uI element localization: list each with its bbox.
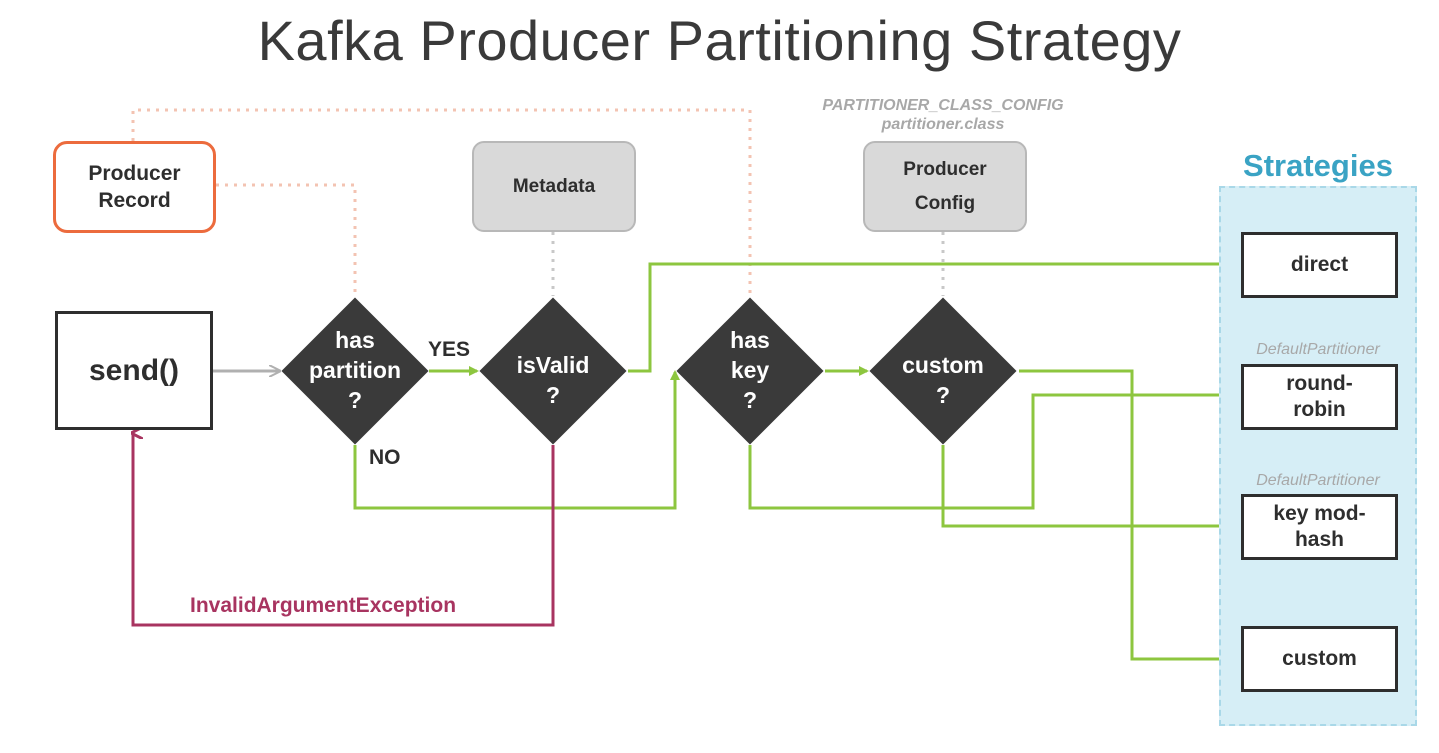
- strategy-custom-label: custom: [1282, 647, 1357, 670]
- flow-lines: [353, 259, 1240, 664]
- default-partitioner-note-2: DefaultPartitioner: [1256, 472, 1380, 489]
- yes-label: YES: [428, 338, 471, 361]
- metadata-label: Metadata: [512, 175, 596, 197]
- strategy-direct-label: direct: [1290, 253, 1349, 276]
- is-valid-line2: ?: [545, 382, 561, 408]
- strategies-heading: Strategies: [1243, 148, 1393, 183]
- metadata-dotted-lines: [551, 232, 945, 296]
- is-valid-line1: isValid: [516, 352, 590, 378]
- has-partition-line1: has: [335, 327, 375, 353]
- send-box: send(): [55, 311, 213, 430]
- send-label: send(): [89, 353, 179, 387]
- strategy-round-robin: round- robin: [1241, 364, 1398, 430]
- producer-config-label: Producer Config: [903, 158, 987, 214]
- no-label: NO: [369, 446, 401, 469]
- metadata-box: Metadata: [472, 141, 636, 232]
- strategy-direct: direct: [1241, 232, 1398, 298]
- producer-record-label: Producer Record: [88, 162, 181, 212]
- is-valid-label: isValid ?: [478, 350, 628, 410]
- key-mod-hash-line2: hash: [1294, 528, 1344, 551]
- default-partitioner-note-1: DefaultPartitioner: [1256, 341, 1380, 358]
- config-note-line1: PARTITIONER_CLASS_CONFIG: [822, 97, 1064, 114]
- exception-path: [133, 433, 555, 627]
- strategy-custom: custom: [1241, 626, 1398, 692]
- has-partition-line3: ?: [347, 387, 363, 413]
- producer-config-box: Producer Config: [863, 141, 1027, 232]
- custom-decision-label: custom ?: [868, 350, 1018, 410]
- round-robin-line1: round-: [1286, 372, 1353, 395]
- has-key-label: has key ?: [675, 325, 825, 415]
- config-note: PARTITIONER_CLASS_CONFIG partitioner.cla…: [793, 96, 1093, 134]
- has-key-line2: key: [730, 357, 770, 383]
- config-note-line2: partitioner.class: [881, 116, 1005, 133]
- has-key-line3: ?: [742, 387, 758, 413]
- strategy-key-mod-hash: key mod- hash: [1241, 494, 1398, 560]
- has-partition-label: has partition ?: [280, 325, 430, 415]
- custom-decision-line2: ?: [935, 382, 951, 408]
- exception-label: InvalidArgumentException: [190, 594, 457, 617]
- producer-record-box: Producer Record: [53, 141, 216, 233]
- has-key-line1: has: [730, 327, 770, 353]
- record-dotted-lines: [131, 108, 752, 296]
- has-partition-line2: partition: [309, 357, 401, 383]
- custom-decision-line1: custom: [902, 352, 984, 378]
- key-mod-hash-line1: key mod-: [1273, 502, 1366, 525]
- round-robin-line2: robin: [1293, 398, 1346, 421]
- diagram-title: Kafka Producer Partitioning Strategy: [257, 9, 1182, 72]
